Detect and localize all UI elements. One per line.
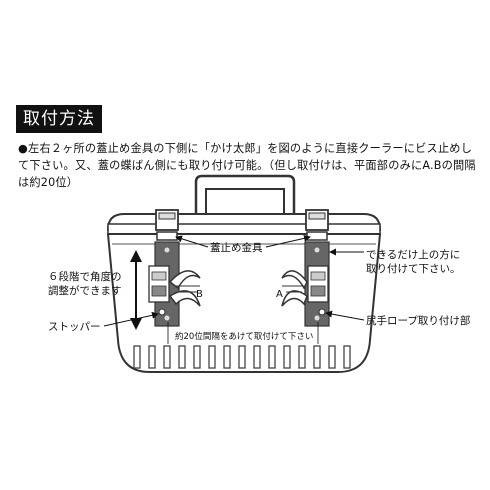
angle-label-2: 調整ができます: [48, 284, 122, 297]
mark-b: B: [196, 289, 203, 300]
mount-high-label-1: できるだけ上の方に: [366, 248, 460, 261]
lid-clasp-label: 蓋止め金具: [210, 241, 263, 254]
cooler-lid: [106, 213, 382, 235]
cooler-body: [106, 233, 382, 373]
angle-label-1: ６段階で角度の: [48, 270, 122, 283]
mount-high-label-2: 取り付けて下さい。: [366, 262, 461, 275]
lid-clasp-right: [305, 209, 329, 241]
cooler-base-ribs: [133, 345, 351, 369]
stopper-leader: [103, 311, 159, 327]
spacing-label: 約20位間隔をあけて取付けて下さい: [175, 331, 313, 342]
clasp-leader-right: [265, 234, 311, 248]
clasp-leader-left: [175, 235, 209, 248]
stopper-label: ストッパー: [48, 321, 101, 333]
rope-attach-label: 尻手ロープ取り付け部: [366, 314, 470, 327]
mark-a: A: [276, 289, 283, 300]
rope-leader: [325, 310, 365, 321]
section-title: 取付方法: [16, 105, 102, 133]
angle-adjust-arrow: [130, 250, 142, 330]
cooler-handle: [194, 174, 296, 213]
kaketaro-holder-right: [281, 241, 330, 327]
lid-clasp-left: [155, 209, 179, 241]
kaketaro-holder-left: [148, 241, 201, 327]
installation-description: ●左右２ヶ所の蓋止め金具の下側に「かけ太郎」を図のように直接クーラーにビス止めし…: [18, 142, 476, 189]
spacing-dimension: [167, 322, 319, 344]
